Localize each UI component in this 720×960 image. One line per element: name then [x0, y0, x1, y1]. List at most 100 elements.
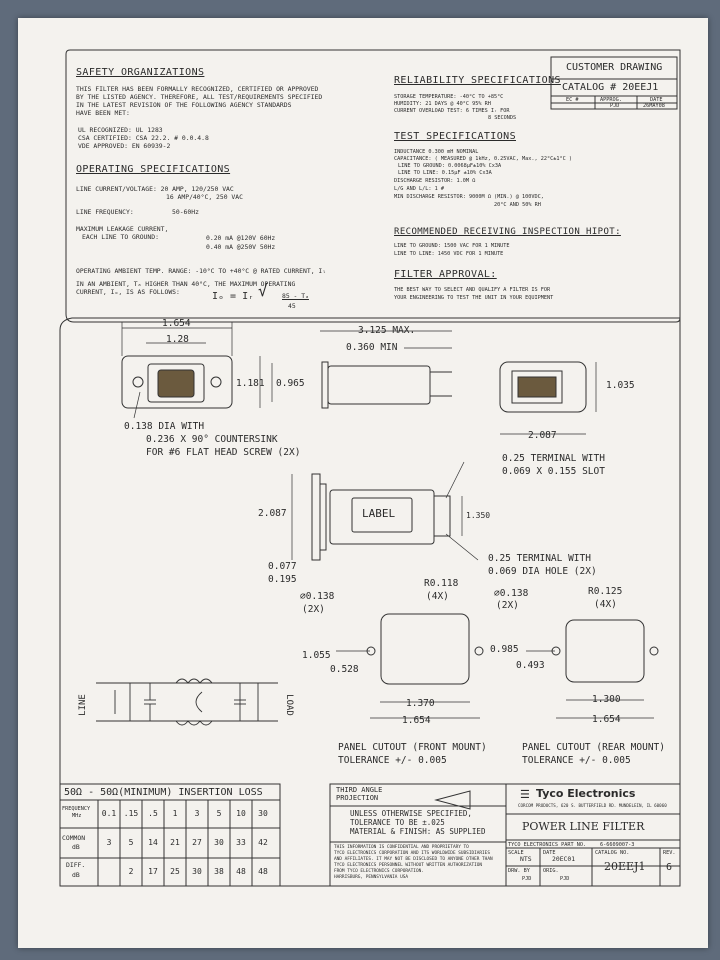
cut1-height: 1.055 — [302, 650, 331, 661]
loss-cell-freq: .15 — [123, 809, 139, 818]
reliability-line: HUMIDITY: 21 DAYS @ 40°C 95% RH — [394, 101, 491, 107]
leakage-label-2: EACH LINE TO GROUND: — [82, 233, 159, 241]
current-voltage-2: 16 AMP/40°C, 250 VAC — [166, 193, 243, 201]
ambient-high: IN AN AMBIENT, Tₐ HIGHER THAN 40°C, THE … — [76, 280, 296, 288]
projection-label-2: PROJECTION — [336, 794, 379, 802]
tolerance-note: TOLERANCE TO BE ±.025 — [350, 818, 445, 827]
drawn-by-label: DRW. BY — [508, 868, 530, 874]
loss-cell-diff: 2 — [128, 867, 134, 876]
catalog-value: 20EEJ1 — [604, 860, 646, 873]
front-face-view — [121, 355, 233, 409]
loss-cell-diff: 17 — [148, 867, 158, 876]
cut1-radius: R0.118 — [424, 578, 459, 589]
cut2-tolerance: TOLERANCE +/- 0.005 — [522, 755, 631, 766]
loss-cell-common: 3 — [106, 838, 112, 847]
loss-cell-diff: 48 — [236, 867, 246, 876]
hipot-line: LINE TO GROUND: 1500 VAC FOR 1 MINUTE — [394, 243, 510, 249]
dim-0360-min: 0.360 MIN — [346, 342, 398, 353]
loss-cell-diff: 30 — [192, 867, 202, 876]
customer-drawing-box — [550, 56, 678, 110]
frequency-label: LINE FREQUENCY: — [76, 208, 134, 216]
loss-cell-freq: 1 — [172, 809, 178, 818]
terminal-top-note: 0.069 X 0.155 SLOT — [502, 466, 605, 477]
drawing-sheet — [18, 18, 708, 948]
row-label-common-db: dB — [72, 843, 80, 851]
dim-1181: 1.181 — [236, 378, 265, 389]
approval-line: YOUR ENGINEERING TO TEST THE UNIT IN YOU… — [394, 295, 554, 301]
rear-face-view — [499, 361, 587, 413]
part-no: 6-6609007-3 — [600, 842, 635, 848]
rev-approver: PJD — [610, 103, 620, 109]
cut1-title: PANEL CUTOUT (FRONT MOUNT) — [338, 742, 487, 753]
cut2-w1: 1.300 — [592, 694, 621, 705]
cut1-tolerance: TOLERANCE +/- 0.005 — [338, 755, 447, 766]
loss-cell-freq: 10 — [236, 809, 246, 818]
confidential-note: AND AFFILIATES. IT MAY NOT BE DISCLOSED … — [334, 857, 493, 862]
date-value: 20EC01 — [552, 855, 576, 863]
formula-num: 85 - Tₐ — [282, 292, 309, 300]
confidential-note: THIS INFORMATION IS CONFIDENTIAL AND PRO… — [334, 845, 469, 850]
title-block-border — [329, 783, 681, 887]
scale-label: SCALE — [508, 850, 524, 856]
dim-128: 1.28 — [166, 334, 189, 345]
formula-den: 45 — [288, 302, 296, 310]
approval-line: THE BEST WAY TO SELECT AND QUALIFY A FIL… — [394, 287, 551, 293]
test-line: INDUCTANCE 0.300 mH NOMINAL — [394, 149, 479, 155]
cut2-height: 0.985 — [490, 644, 519, 655]
catalog-number: CATALOG # 20EEJ1 — [562, 82, 659, 93]
frequency-value: 50-60Hz — [172, 208, 199, 216]
hole-note: 0.236 X 90° COUNTERSINK — [146, 434, 278, 445]
cut2-dia-count: (2X) — [496, 600, 519, 611]
row-label-common: COMMON — [62, 834, 86, 842]
rev-col-date: DATE — [650, 97, 663, 103]
agency-csa: CSA CERTIFIED: CSA 22.2. # 0.0.4.8 — [78, 134, 209, 142]
ambient-current: CURRENT, Iₒ, IS AS FOLLOWS: — [76, 288, 180, 296]
rev-value: 6 — [666, 862, 673, 873]
cut2-radius-count: (4X) — [594, 599, 617, 610]
reliability-line: 8 SECONDS — [488, 115, 517, 121]
projection-label: THIRD ANGLE — [336, 786, 383, 794]
customer-drawing-label: CUSTOMER DRAWING — [566, 62, 663, 73]
rev-col-ec: EC # — [566, 97, 579, 103]
drawn-by: PJD — [522, 876, 532, 882]
date-label: DATE — [543, 850, 556, 856]
rev-label: REV. — [663, 850, 676, 856]
side-view-body — [321, 361, 329, 409]
loss-cell-freq: 3 — [194, 809, 200, 818]
loss-cell-common: 5 — [128, 838, 134, 847]
ambient-range: OPERATING AMBIENT TEMP. RANGE: -10°C TO … — [76, 267, 327, 275]
test-line: MIN DISCHARGE RESISTOR: 9000M Ω (MIN.) @… — [394, 194, 544, 200]
loss-cell-freq: 0.1 — [101, 809, 117, 818]
cut2-radius: R0.125 — [588, 586, 623, 597]
front-cutout — [380, 613, 470, 685]
cut1-w2: 1.654 — [402, 715, 431, 726]
reliability-title: RELIABILITY SPECIFICATIONS — [394, 75, 561, 86]
row-label-diff: DIFF. — [66, 861, 86, 869]
dim-2087-h: 2.087 — [258, 508, 287, 519]
schematic — [96, 678, 278, 726]
loss-table-title: 50Ω - 50Ω(MINIMUM) INSERTION LOSS — [64, 787, 263, 798]
safety-line: BY THE LISTED AGENCY. THEREFORE, ALL TES… — [76, 93, 323, 101]
terminal-top-note: 0.25 TERMINAL WITH — [502, 453, 605, 464]
operating-title: OPERATING SPECIFICATIONS — [76, 164, 231, 175]
test-line: LINE TO GROUND: 0.0068µF±10% Cx3A — [398, 163, 502, 169]
test-line: LINE TO LINE: 0.15µF ±10% Cx3A — [398, 170, 492, 176]
hipot-title: RECOMMENDED RECEIVING INSPECTION HIPOT: — [394, 227, 621, 237]
row-label-mhz: MHz — [72, 813, 82, 819]
label-text: LABEL — [362, 507, 396, 520]
scale-value: NTS — [520, 855, 532, 863]
dim-0965: 0.965 — [276, 378, 305, 389]
dim-1350: 1.350 — [466, 511, 491, 520]
dim-0195: 0.195 — [268, 574, 297, 585]
dim-2087: 2.087 — [528, 430, 557, 441]
loss-cell-freq: .5 — [148, 809, 158, 818]
loss-cell-common: 33 — [236, 838, 246, 847]
current-voltage: LINE CURRENT/VOLTAGE: 20 AMP, 120/250 VA… — [76, 185, 234, 193]
dim-0077: 0.077 — [268, 561, 297, 572]
company-logo: Tyco Electronics — [536, 787, 636, 800]
sqrt-symbol: √ — [258, 281, 268, 300]
loss-cell-common: 27 — [192, 838, 202, 847]
loss-cell-common: 21 — [170, 838, 180, 847]
test-title: TEST SPECIFICATIONS — [394, 131, 516, 142]
